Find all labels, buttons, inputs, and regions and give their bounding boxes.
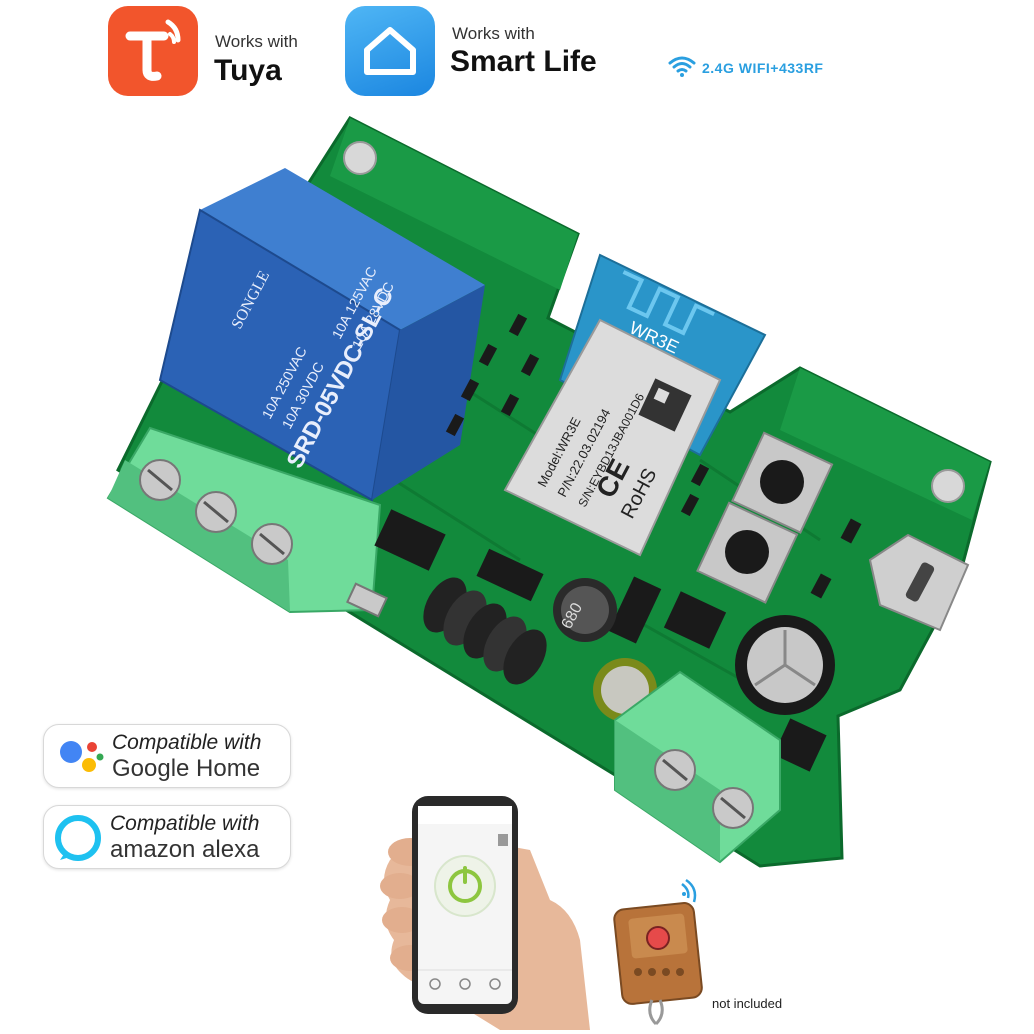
google-compat-line2: Google Home (112, 755, 261, 782)
google-assistant-icon (56, 735, 106, 784)
tuya-works-with: Works with (215, 32, 298, 51)
micro-usb-port (868, 533, 970, 632)
tactile-button-2 (696, 501, 799, 604)
terminal-block-left (106, 426, 382, 614)
amazon-alexa-badge: Compatible with amazon alexa (43, 805, 291, 869)
rf-remote (613, 878, 703, 1026)
remote-not-included-note: not included (712, 996, 783, 1011)
inductor: 680 (553, 578, 617, 642)
wifi-icon (668, 54, 696, 83)
smart-life-name: Smart Life (450, 45, 597, 78)
alexa-compat-line2: amazon alexa (110, 836, 260, 863)
signal-icon (681, 878, 697, 903)
google-home-badge: Compatible with Google Home (43, 724, 291, 788)
alexa-icon (54, 814, 104, 867)
rf-coil (423, 577, 547, 685)
tuya-app-icon (108, 6, 198, 96)
capacitor-large (735, 615, 835, 715)
smd-components (374, 313, 862, 772)
phone-in-hand (380, 796, 590, 1030)
tuya-name: Tuya (214, 54, 282, 87)
crystal (346, 582, 388, 618)
relay: SRD-05VDC-SL-C SONGLE 10A 250VAC 10A 30V… (158, 168, 485, 502)
tactile-button-1 (731, 431, 834, 534)
alexa-compat-line1: Compatible with (110, 812, 260, 835)
connectivity-label: 2.4G WIFI+433RF (702, 60, 824, 76)
smart-life-works-with: Works with (452, 24, 535, 43)
terminal-block-right (614, 670, 781, 864)
wifi-module: WR3E Model:WR3E P/N:22.03.02194 S/N:EYBD… (503, 253, 767, 557)
smartphone (412, 796, 518, 1014)
google-compat-line1: Compatible with (112, 731, 262, 754)
smart-life-app-icon (345, 6, 435, 96)
